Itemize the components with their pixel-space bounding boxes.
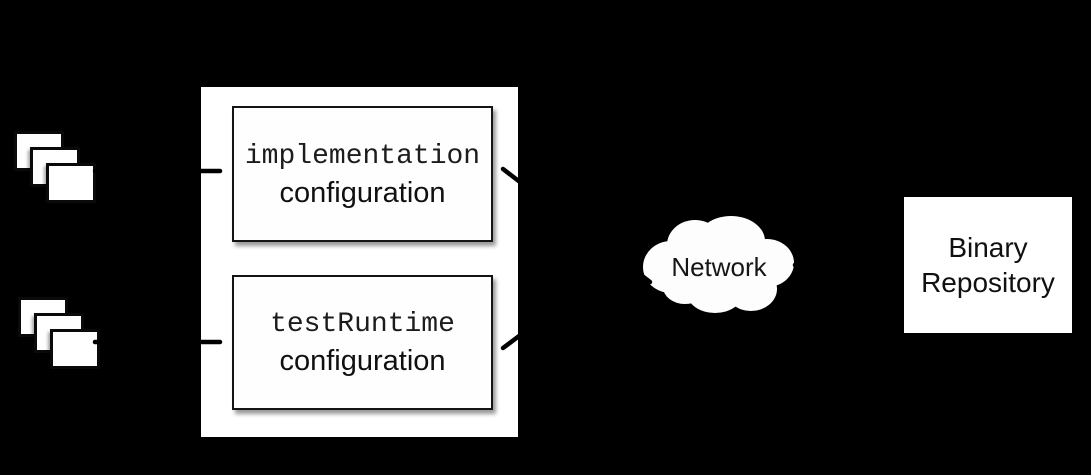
- arrow-implementation-to-network: [500, 166, 653, 285]
- source-files-stack-top: [14, 131, 98, 205]
- configuration-keyword: testRuntime: [270, 309, 455, 340]
- configuration-suffix: configuration: [279, 176, 446, 209]
- configuration-suffix: configuration: [279, 345, 446, 377]
- testruntime-configuration-box: testRuntime configuration: [232, 275, 493, 410]
- implementation-configuration-box: implementation configuration: [232, 106, 493, 242]
- configuration-keyword: implementation: [244, 140, 481, 172]
- binary-repository-label: Binary Repository: [921, 232, 1055, 298]
- binary-repository-box: Binary Repository: [904, 197, 1072, 333]
- source-files-stack-bottom: [18, 297, 102, 371]
- network-cloud: Network: [643, 215, 795, 317]
- project-box: implementation configuration testRuntime…: [201, 87, 518, 437]
- file-icon: [50, 329, 100, 369]
- network-label: Network: [671, 251, 767, 282]
- cloud-icon: [643, 216, 794, 313]
- arrow-testruntime-to-network: [500, 235, 653, 351]
- file-icon: [46, 163, 96, 203]
